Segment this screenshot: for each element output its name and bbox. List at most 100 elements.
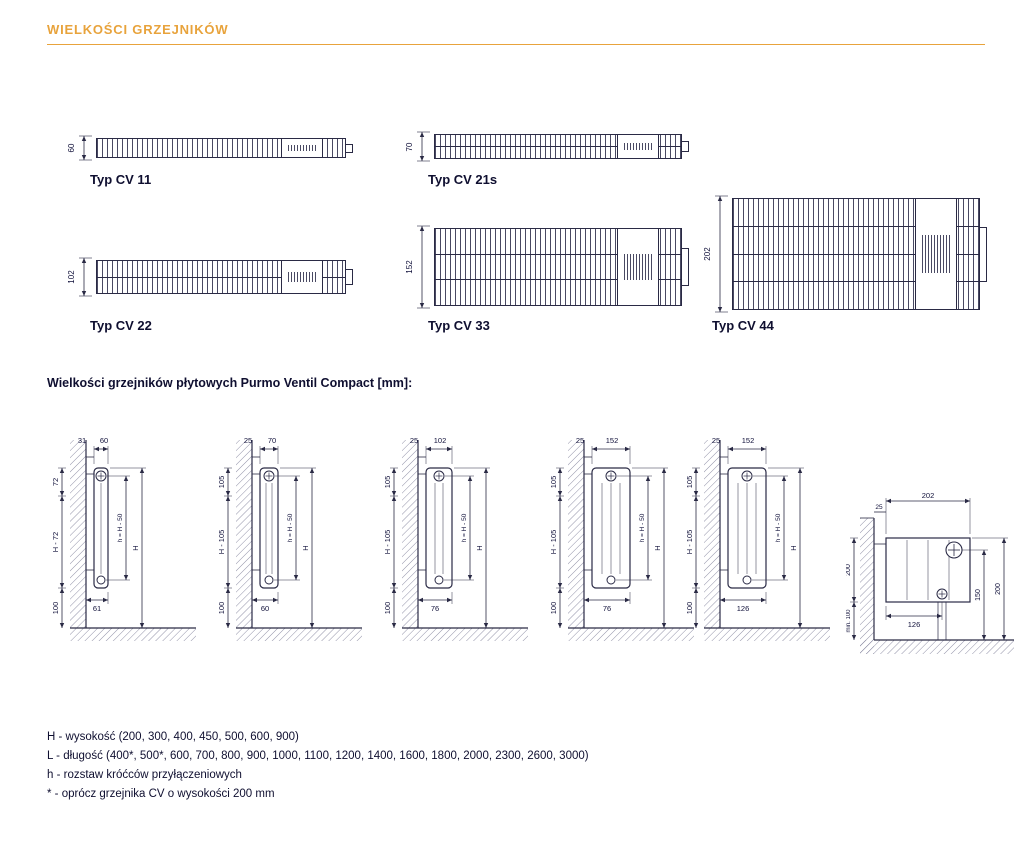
legend-line-L: L - długość (400*, 500*, 600, 700, 800, … — [47, 750, 589, 762]
wall — [704, 440, 721, 628]
side-view-3: 102 25 105 H - 105 100 h = H - 50 H 76 — [383, 436, 528, 641]
connection-tab — [681, 248, 689, 286]
connection-circle — [606, 575, 616, 585]
wall — [402, 440, 419, 628]
connection-tab — [345, 269, 353, 285]
radiator-body — [259, 467, 279, 589]
dim-depth: 70 — [268, 436, 276, 445]
label-typ-cv21s: Typ CV 21s — [428, 172, 498, 187]
grille — [624, 254, 652, 280]
cv21s-height-dimension: 70 — [405, 131, 430, 162]
topview-cv44-panel — [732, 198, 987, 310]
page-title: WIELKOŚCI GRZEJNIKÓW — [47, 22, 229, 37]
dim-wall-gap: 25 — [712, 436, 720, 445]
label-typ-cv33: Typ CV 33 — [428, 318, 490, 333]
section-title: Wielkości grzejników płytowych Purmo Ven… — [47, 376, 413, 390]
legend: H - wysokość (200, 300, 400, 450, 500, 6… — [47, 728, 589, 804]
wall — [70, 440, 87, 628]
dim-height-value: 202 — [703, 247, 712, 261]
side-view-2: 70 25 105 H - 105 100 h = H - 50 H 60 — [217, 436, 362, 641]
topview-cv22-panel — [96, 260, 353, 294]
legend-line-note: * - oprócz grzejnika CV o wysokości 200 … — [47, 788, 275, 800]
grille — [288, 144, 316, 152]
topview-cv11-panel — [96, 138, 353, 158]
dim-height-value: 102 — [67, 270, 76, 284]
floor-hatch — [704, 628, 830, 641]
floor-hatch — [568, 628, 694, 641]
valve-section — [281, 261, 323, 293]
dimensions: 60 31 72 H - 72 100 h = H - 50 H 61 — [51, 436, 146, 628]
dim-wall-gap: 25 — [875, 504, 883, 511]
valve-section — [915, 199, 957, 309]
legend-line-H: H - wysokość (200, 300, 400, 450, 500, 6… — [47, 731, 299, 743]
radiator — [720, 467, 767, 589]
connection-circle — [96, 575, 106, 585]
dim-total-height: H — [475, 545, 484, 550]
dim-height-value: 70 — [405, 142, 414, 151]
dim-top-offset: 72 — [51, 478, 60, 486]
dim-mid-height: H - 105 — [549, 530, 558, 555]
dim-bottom-width: 76 — [603, 604, 611, 613]
floor — [402, 627, 528, 641]
radiator — [584, 467, 631, 589]
side-view-1: 60 31 72 H - 72 100 h = H - 50 H 61 — [51, 436, 196, 641]
connection-tab — [681, 140, 689, 153]
radiator — [874, 537, 971, 640]
dim-top-offset: 105 — [685, 476, 694, 489]
dim-depth: 152 — [742, 436, 755, 445]
legend-line-h: h - rozstaw króćców przyłączeniowych — [47, 769, 242, 781]
dim-conn-height: 150 — [975, 589, 982, 601]
dim-bottom-height: 100 — [549, 602, 558, 615]
dim-total-height: H — [301, 545, 310, 550]
dim-bottom-width: 76 — [431, 604, 439, 613]
topview-cv33-panel — [434, 228, 689, 306]
dim-total-height: H — [653, 545, 662, 550]
side-view-4: 152 25 105 H - 105 100 h = H - 50 H 76 — [549, 436, 694, 641]
valve-section — [617, 135, 659, 158]
cv22-height-dimension: 102 — [67, 257, 92, 297]
dimensions: 102 25 105 H - 105 100 h = H - 50 H 76 — [383, 436, 490, 628]
dim-conn-spacing: h = H - 50 — [117, 513, 124, 542]
side-view-5: 152 25 105 H - 105 100 h = H - 50 H 126 — [685, 436, 830, 641]
dim-depth: 102 — [434, 436, 447, 445]
dim-wall-gap: 25 — [576, 436, 584, 445]
grille — [288, 271, 316, 283]
floor — [70, 627, 196, 641]
cv44-height-dimension: 202 — [703, 195, 728, 313]
dim-floor-clearance: min. 100 — [846, 609, 852, 633]
dim-bottom-width: 61 — [93, 604, 101, 613]
grille — [922, 235, 950, 273]
connection-circle — [264, 575, 274, 585]
wall — [860, 517, 875, 654]
corner-view-cv44: 202 25 200 min. 100 126 150 200 — [846, 491, 1014, 654]
dim-top-offset: 105 — [549, 476, 558, 489]
dim-top-offset: 105 — [383, 476, 392, 489]
dimensions: 70 25 105 H - 105 100 h = H - 50 H 60 — [217, 436, 316, 628]
dim-conn-spacing: h = H - 50 — [287, 513, 294, 542]
dim-bottom-height: 100 — [51, 602, 60, 615]
dimensions: 202 25 200 min. 100 126 150 200 — [846, 491, 1008, 640]
dim-conn-width: 126 — [908, 620, 921, 629]
dim-wall-gap: 31 — [78, 436, 86, 445]
radiator-body — [425, 467, 453, 589]
dim-depth: 60 — [100, 436, 108, 445]
floor — [236, 627, 362, 641]
floor — [568, 627, 694, 641]
floor — [704, 627, 830, 641]
dim-bottom-height: 100 — [685, 602, 694, 615]
dim-bottom-width: 126 — [737, 604, 750, 613]
radiator — [252, 467, 279, 589]
dim-top-width: 202 — [922, 491, 935, 500]
dim-total-height: H — [131, 545, 140, 550]
label-typ-cv11: Typ CV 11 — [90, 172, 152, 187]
connection-tab — [345, 143, 353, 153]
dim-mid-height: H - 105 — [383, 530, 392, 555]
connection-circle — [742, 575, 752, 585]
cv11-height-dimension: 60 — [67, 135, 92, 161]
floor — [860, 639, 1014, 654]
wall-hatch — [704, 440, 720, 628]
dim-bottom-height: 100 — [217, 602, 226, 615]
valve-section — [617, 229, 659, 305]
wall — [236, 440, 253, 628]
floor-hatch — [236, 628, 362, 641]
